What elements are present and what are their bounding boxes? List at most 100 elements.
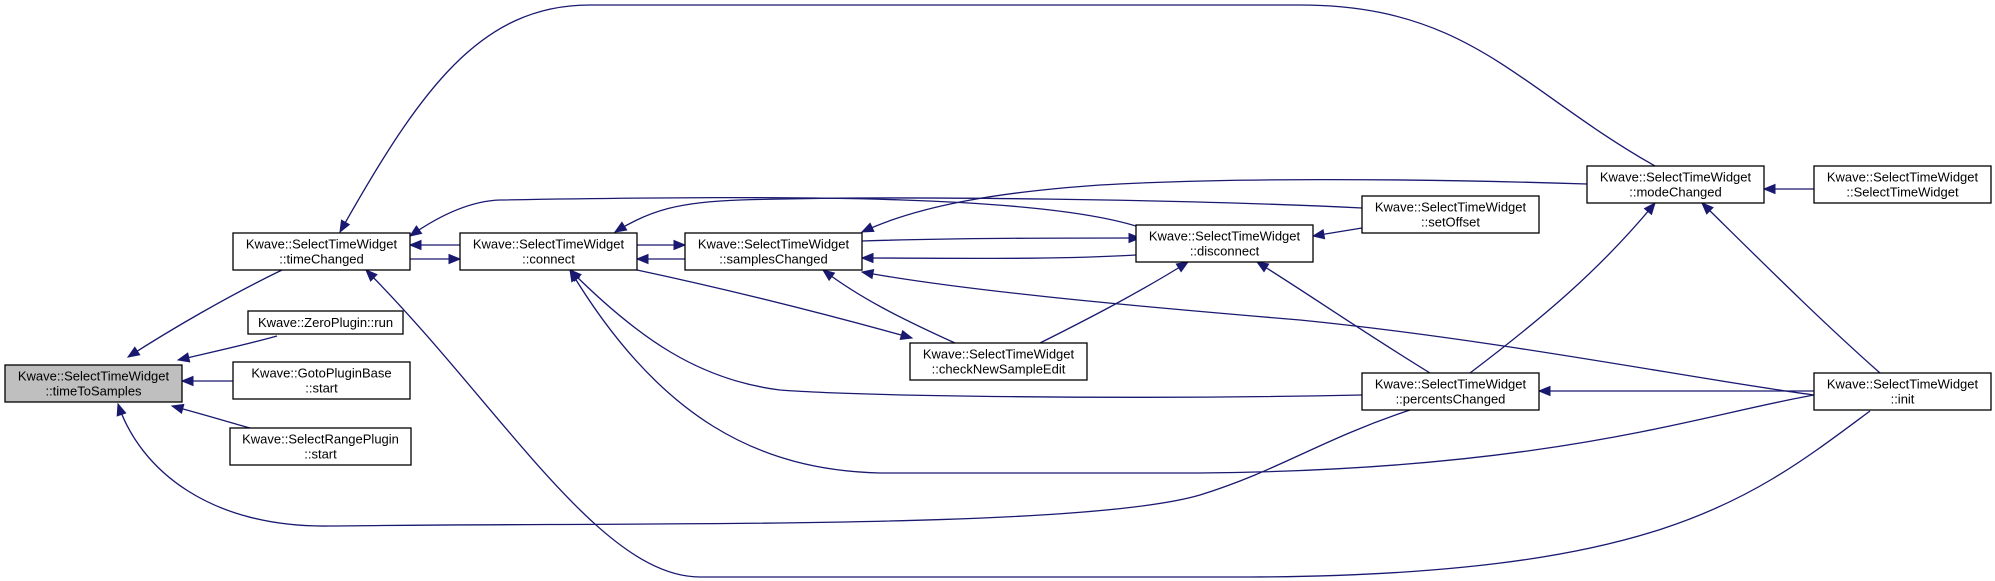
node-timeToSamples[interactable]: Kwave::SelectTimeWidget::timeToSamples	[4, 364, 183, 403]
node-label-class: Kwave::ZeroPlugin::run	[258, 315, 393, 330]
node-disconnect[interactable]: Kwave::SelectTimeWidget::disconnect	[1135, 224, 1314, 263]
node-label-method: ::setOffset	[1421, 215, 1480, 230]
node-label-method: ::percentsChanged	[1396, 392, 1506, 407]
node-label-method: ::samplesChanged	[719, 252, 827, 267]
arrowhead-icon	[408, 239, 422, 251]
edge-timeChanged-to-timeToSamples	[126, 269, 283, 358]
edge-connect-to-timeChanged	[408, 239, 460, 251]
edge-init-to-modeChanged	[1701, 202, 1881, 374]
edge-modeChanged-to-samplesChanged	[860, 178, 1588, 233]
node-label-class: Kwave::SelectTimeWidget	[698, 237, 850, 252]
node-rangeStart[interactable]: Kwave::SelectRangePlugin::start	[229, 427, 412, 466]
node-box	[1813, 165, 1992, 204]
node-label-class: Kwave::SelectTimeWidget	[1827, 377, 1979, 392]
node-box	[1135, 224, 1314, 263]
edge-init-to-samplesChanged	[860, 268, 1815, 396]
edge-line	[409, 196, 1146, 237]
arrowhead-icon	[860, 268, 875, 280]
edge-line	[861, 237, 1141, 242]
arrowhead-icon	[1311, 228, 1326, 240]
arrowhead-icon	[116, 402, 127, 417]
node-label-class: Kwave::SelectTimeWidget	[18, 369, 170, 384]
node-zeroRun[interactable]: Kwave::ZeroPlugin::run	[247, 310, 404, 335]
edge-percentsChanged-to-timeToSamples	[116, 402, 1411, 527]
arrowhead-icon	[860, 222, 875, 233]
edge-init-to-timeChanged	[365, 269, 1871, 578]
arrowhead-icon	[180, 375, 194, 387]
arrowhead-icon	[1128, 232, 1142, 244]
edge-line	[339, 4, 1656, 233]
node-label-method: ::timeToSamples	[45, 384, 142, 399]
edge-line	[177, 335, 278, 361]
arrowhead-icon	[339, 219, 351, 234]
node-label-class: Kwave::SelectTimeWidget	[1375, 377, 1527, 392]
node-label-class: Kwave::SelectTimeWidget	[1149, 229, 1301, 244]
node-label-method: ::SelectTimeWidget	[1846, 185, 1959, 200]
edge-rangeStart-to-timeToSamples	[170, 403, 251, 429]
edge-connect-to-samplesChanged	[637, 239, 687, 251]
node-label-method: ::start	[305, 381, 338, 396]
edge-line	[822, 269, 956, 344]
node-timeChanged[interactable]: Kwave::SelectTimeWidget::timeChanged	[232, 232, 411, 271]
arrowhead-icon	[1175, 261, 1190, 273]
node-label-class: Kwave::SelectTimeWidget	[473, 237, 625, 252]
edges-layer	[116, 4, 1881, 578]
arrowhead-icon	[1255, 261, 1270, 273]
arrowhead-icon	[821, 269, 836, 282]
node-box	[232, 361, 411, 400]
node-label-method: ::init	[1891, 392, 1915, 407]
edge-zeroRun-to-timeToSamples	[176, 335, 278, 363]
node-samplesChanged[interactable]: Kwave::SelectTimeWidget::samplesChanged	[684, 232, 863, 271]
edge-line	[861, 271, 1815, 396]
edge-line	[861, 178, 1588, 233]
node-modeChanged[interactable]: Kwave::SelectTimeWidget::modeChanged	[1586, 165, 1765, 204]
node-label-method: ::start	[304, 447, 337, 462]
arrowhead-icon	[673, 239, 687, 251]
edge-line	[117, 403, 1411, 527]
edge-gotoStart-to-timeToSamples	[180, 375, 233, 387]
node-box	[229, 427, 412, 466]
node-box	[459, 232, 638, 271]
edge-disconnect-to-timeChanged	[408, 196, 1146, 237]
edge-line	[1469, 202, 1656, 374]
arrowhead-icon	[613, 221, 628, 233]
edge-connect-to-checkNewSampleEdit	[636, 269, 914, 340]
node-label-method: ::disconnect	[1190, 244, 1260, 259]
node-ctor[interactable]: Kwave::SelectTimeWidget::SelectTimeWidge…	[1813, 165, 1992, 204]
edge-init-to-connect	[569, 268, 1815, 474]
node-checkNewSampleEdit[interactable]: Kwave::SelectTimeWidget::checkNewSampleE…	[909, 342, 1088, 381]
node-label-class: Kwave::GotoPluginBase	[251, 366, 391, 381]
node-box	[1586, 165, 1765, 204]
arrowhead-icon	[1537, 385, 1551, 397]
arrowhead-icon	[170, 403, 185, 415]
edge-line	[1039, 261, 1189, 344]
node-box	[1361, 195, 1540, 234]
edge-modeChanged-to-timeChanged	[339, 4, 1656, 234]
edge-ctor-to-modeChanged	[1762, 183, 1814, 195]
edge-line	[127, 269, 283, 358]
node-connect[interactable]: Kwave::SelectTimeWidget::connect	[459, 232, 638, 271]
edge-line	[614, 197, 1363, 233]
edge-init-to-percentsChanged	[1537, 385, 1814, 397]
edge-line	[365, 269, 1871, 578]
node-label-class: Kwave::SelectRangePlugin	[242, 432, 399, 447]
arrowhead-icon	[1643, 201, 1656, 216]
arrowhead-icon	[1762, 183, 1776, 195]
node-init[interactable]: Kwave::SelectTimeWidget::init	[1813, 372, 1992, 411]
arrowhead-icon	[365, 269, 378, 282]
edge-line	[1701, 202, 1881, 374]
node-label-method: ::checkNewSampleEdit	[932, 362, 1066, 377]
arrowhead-icon	[860, 252, 874, 264]
node-gotoStart[interactable]: Kwave::GotoPluginBase::start	[232, 361, 411, 400]
node-setOffset[interactable]: Kwave::SelectTimeWidget::setOffset	[1361, 195, 1540, 234]
edge-line	[1256, 261, 1431, 374]
edge-samplesChanged-to-connect	[635, 253, 685, 265]
node-label-class: Kwave::SelectTimeWidget	[1375, 200, 1527, 215]
node-percentsChanged[interactable]: Kwave::SelectTimeWidget::percentsChanged	[1361, 372, 1540, 411]
node-label-method: ::modeChanged	[1629, 185, 1722, 200]
edge-checkNewSampleEdit-to-disconnect	[1039, 261, 1190, 344]
node-box	[232, 232, 411, 271]
node-box	[247, 310, 404, 335]
node-box	[684, 232, 863, 271]
